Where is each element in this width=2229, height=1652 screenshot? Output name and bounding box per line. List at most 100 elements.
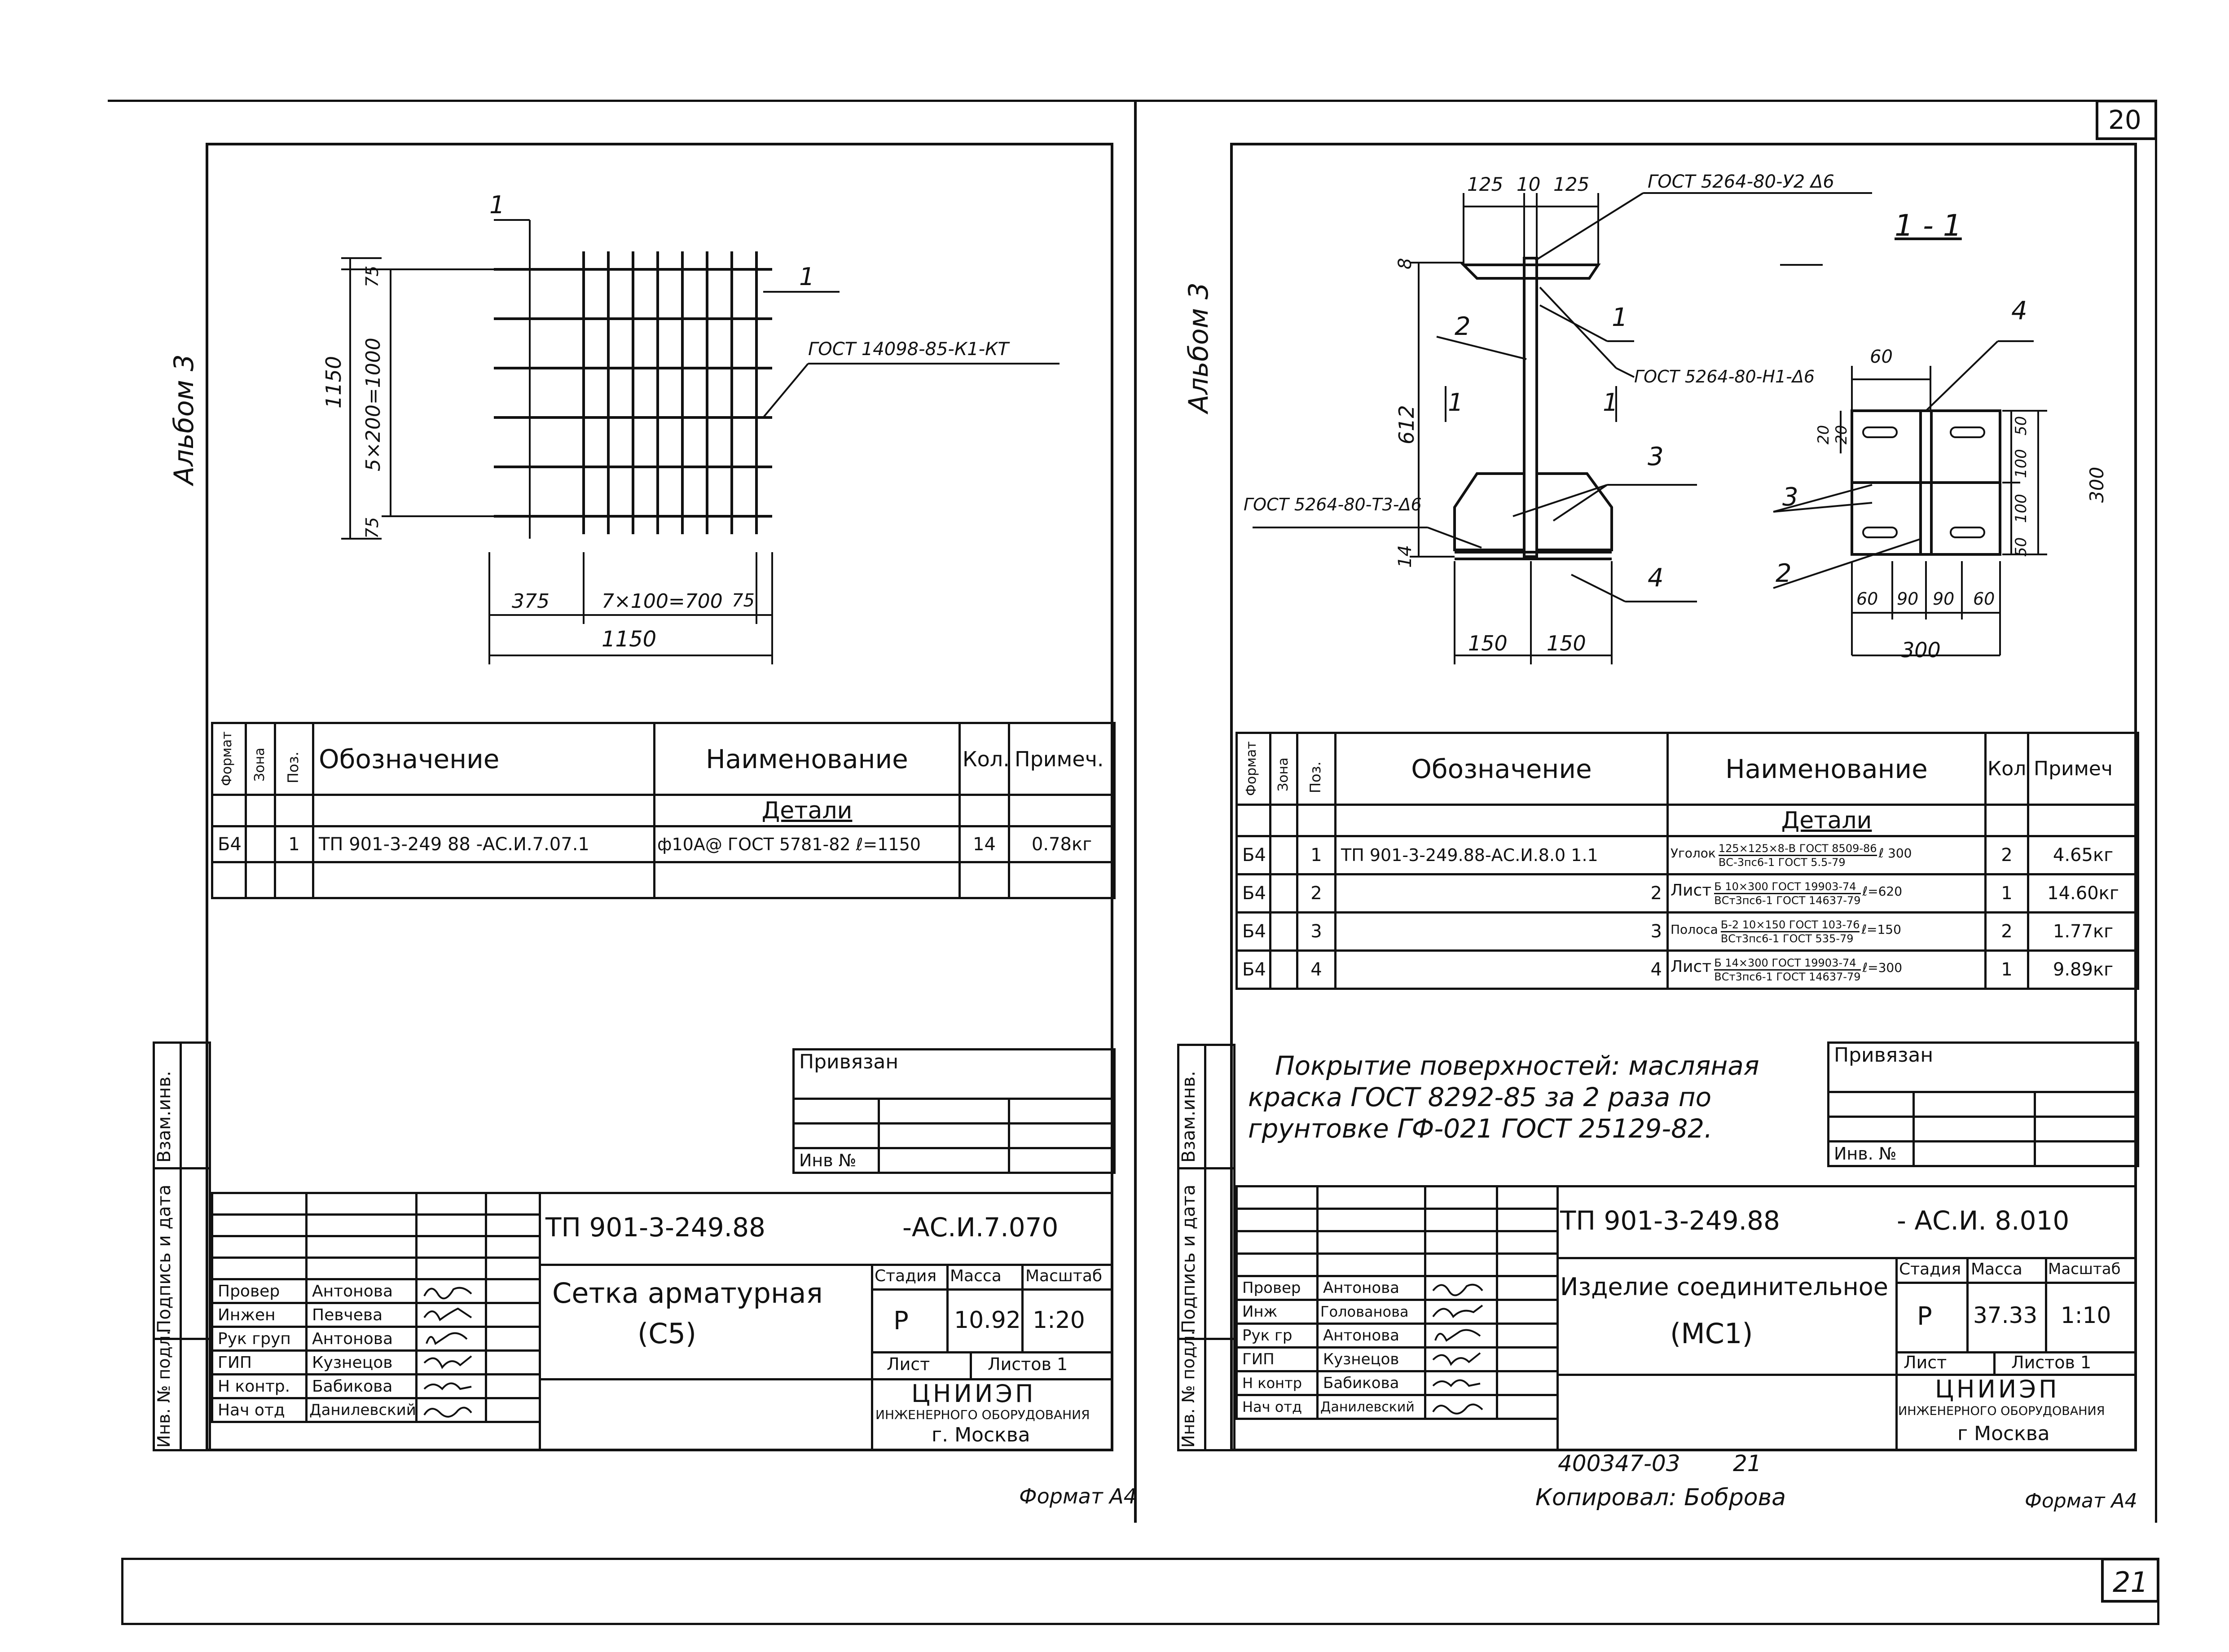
right-title-block [1556, 1185, 2137, 1451]
left-side-stamp [153, 1041, 211, 1451]
dim-bottom-left: 150 [1468, 631, 1508, 655]
gost-weld-mid: ГОСТ 5264-80-Н1-Δ6 [1634, 367, 1815, 387]
angle-profile [1460, 264, 1601, 280]
leader-line [762, 363, 809, 418]
signature-icon [1432, 1403, 1483, 1415]
left-mass-header: Масса [950, 1267, 1002, 1285]
left-width-mid: 7×100=700 [602, 590, 723, 613]
spec-header-qty: Кол. [1984, 732, 2029, 806]
right-side-label-replace: Взам.инв. [1178, 1071, 1199, 1163]
right-doc-suffix: - АС.И. 8.010 [1897, 1205, 2070, 1236]
left-sheets-label: Листов 1 [988, 1354, 1068, 1374]
page-center-divider [1134, 100, 1137, 1523]
left-privyazan-table: Привязан Инв № [792, 1048, 1116, 1174]
coating-note-line1: Покрытие поверхностей: масляная [1275, 1050, 1759, 1081]
dim-top-right: 125 [1553, 173, 1590, 195]
inv-no-label: Инв № [792, 1147, 880, 1174]
plate-vertical [1523, 257, 1538, 558]
archive-page: 21 [1733, 1450, 1762, 1476]
plan-dim-right-2: 100 [2012, 449, 2030, 478]
left-org-name: ЦНИИЭП [911, 1380, 1036, 1408]
plan-dim-right-4: 50 [2012, 537, 2030, 557]
right-title-line2: (МС1) [1670, 1317, 1753, 1350]
table-row: Б4 1 ТП 901-3-249 88 -АС.И.7.07.1 ф10А@ … [211, 825, 1116, 863]
left-callout-right: 1 [799, 263, 815, 291]
spec-header-designation: Обозначение [1334, 732, 1669, 806]
coating-note-line3: грунтовке ГФ-021 ГОСТ 25129-82. [1248, 1113, 1713, 1144]
signature-icon [423, 1355, 472, 1369]
plan-dim-bottom-4: 60 [1973, 589, 1995, 609]
plan-dim-right-3: 100 [2012, 494, 2030, 523]
right-spec-table: Формат Зона Поз. Обозначение Наименовани… [1235, 732, 2139, 990]
dim-bottom-right: 150 [1547, 631, 1586, 655]
spec-header-designation: Обозначение [312, 722, 655, 796]
right-side-label-inv: Инв. № подл. [1178, 1330, 1198, 1448]
callout-4: 4 [1648, 563, 1664, 593]
plan-dim-height: 300 [2086, 466, 2108, 503]
left-width-left: 375 [512, 590, 550, 613]
signature-icon [423, 1406, 472, 1418]
left-sheet-label: Лист [887, 1354, 930, 1374]
base-stiffener-right [1535, 472, 1613, 551]
signature-icon [423, 1307, 472, 1322]
plan-dim-top: 60 [1870, 347, 1893, 367]
spec-section-title: Детали [653, 794, 961, 827]
left-org-city: г. Москва [932, 1424, 1030, 1446]
right-stage-value: Р [1917, 1302, 1932, 1331]
page-right-border [2155, 100, 2157, 1523]
spec-header-note: Примеч. [1008, 722, 1116, 796]
archive-code: 400347-03 [1558, 1450, 1680, 1476]
signature-icon [1432, 1352, 1481, 1366]
plan-dim-bottom-3: 90 [1933, 589, 1955, 609]
signature-icon [426, 1332, 468, 1345]
dim-top-left: 125 [1467, 173, 1504, 195]
base-stiffener-left [1453, 472, 1526, 551]
signature-icon [1432, 1379, 1481, 1387]
callout-3: 3 [1648, 442, 1664, 471]
signature-icon [423, 1287, 472, 1300]
spec-header-qty: Кол. [958, 722, 1010, 796]
sheet-number-top: 20 [2108, 105, 2141, 135]
left-format-label: Формат А4 [1019, 1484, 1137, 1508]
spec-header-format: Формат [211, 722, 247, 796]
left-spec-table: Формат Зона Поз. Обозначение Наименовани… [211, 722, 1116, 899]
spec-header-name: Наименование [1666, 732, 1987, 806]
spec-section-title: Детали [1666, 804, 1987, 837]
gost-weld-bottom: ГОСТ 5264-80-Т3-Δ6 [1244, 495, 1422, 514]
plan-callout-4: 4 [2011, 296, 2027, 325]
left-mass-value: 10.92 [954, 1307, 1021, 1334]
right-mass-value: 37.33 [1973, 1302, 2038, 1328]
plan-dim-left-2: 20 [1833, 425, 1851, 444]
right-sheets-label: Листов 1 [2011, 1353, 2092, 1372]
right-org-name: ЦНИИЭП [1935, 1375, 2060, 1403]
spec-header-pos: Поз. [1296, 732, 1337, 806]
coating-note-line2: краска ГОСТ 8292-85 за 2 раза по [1248, 1082, 1712, 1112]
left-stage-header: Стадия [875, 1267, 937, 1285]
left-org-sub: ИНЖЕНЕРНОГО ОБОРУДОВАНИЯ [875, 1407, 1090, 1422]
spec-header-name: Наименование [653, 722, 961, 796]
signature-icon [423, 1382, 472, 1390]
dim-height: 612 [1394, 405, 1419, 444]
copied-by: Копировал: Боброва [1535, 1484, 1786, 1511]
right-mass-header: Масса [1971, 1260, 2022, 1279]
left-width-right: 75 [732, 590, 755, 611]
right-sheet-label: Лист [1904, 1353, 1947, 1372]
plan-dim-bottom-1: 60 [1856, 589, 1878, 609]
left-callout-top: 1 [489, 191, 505, 219]
dim-14: 14 [1395, 545, 1416, 568]
left-title-line1: Сетка арматурная [552, 1277, 823, 1309]
signer-row: Н контр.Бабикова [211, 1373, 541, 1399]
gost-weld-top: ГОСТ 5264-80-У2 Δ6 [1648, 171, 1834, 192]
